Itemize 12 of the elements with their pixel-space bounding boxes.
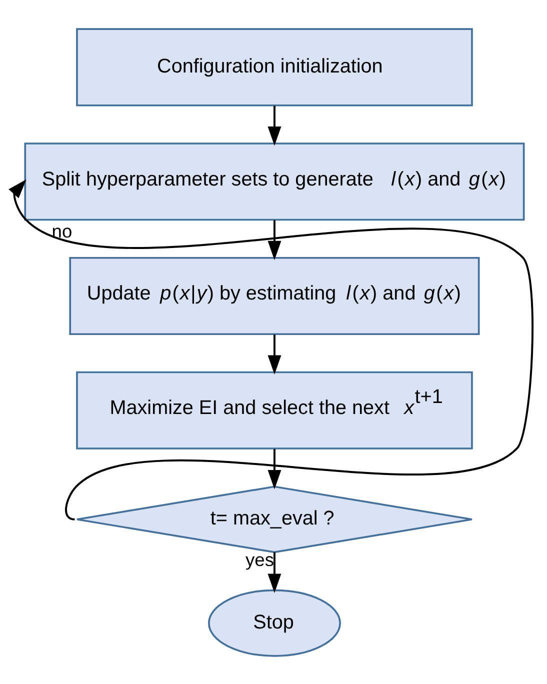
node-diamond: t= max_eval ? <box>76 485 473 553</box>
node-box: Update p(x|y) by estimating l(x) and g(x) <box>69 256 480 335</box>
node-ellipse: Stop <box>208 588 341 656</box>
node-box: Configuration initialization <box>76 28 473 106</box>
arrow <box>8 178 534 520</box>
arrow <box>268 105 282 146</box>
arrow <box>268 220 282 260</box>
edge-label: no <box>52 220 72 241</box>
arrow <box>268 334 282 374</box>
arrow <box>268 552 282 592</box>
node-box: Split hyperparameter sets to generate l(x) and g(x) <box>24 142 525 220</box>
arrow <box>268 448 282 489</box>
